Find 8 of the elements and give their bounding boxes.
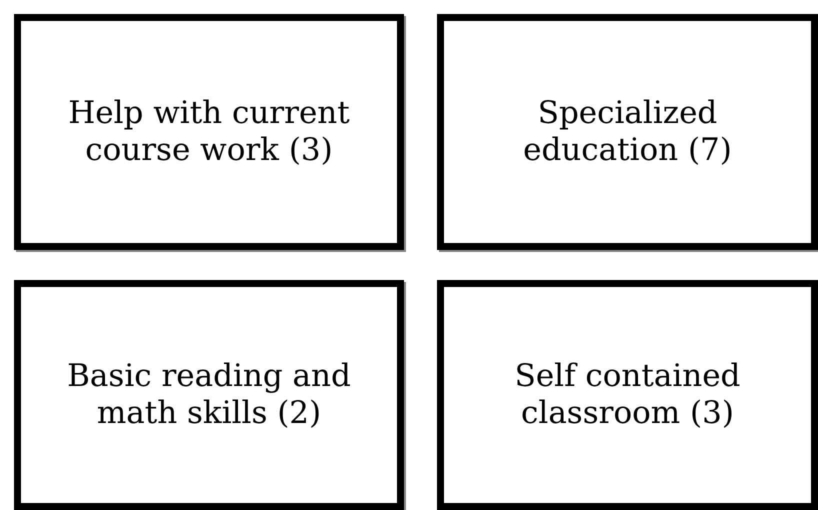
text-box — [14, 14, 404, 250]
text-box — [437, 280, 818, 510]
text-box — [14, 280, 404, 510]
box-label: Help with current course work (3) — [67, 94, 351, 170]
box-label: Specialized education (7) — [522, 94, 733, 170]
box-label: Self contained classroom (3) — [514, 358, 742, 432]
text-box — [437, 14, 818, 250]
box-label: Basic reading and math skills (2) — [66, 358, 352, 432]
